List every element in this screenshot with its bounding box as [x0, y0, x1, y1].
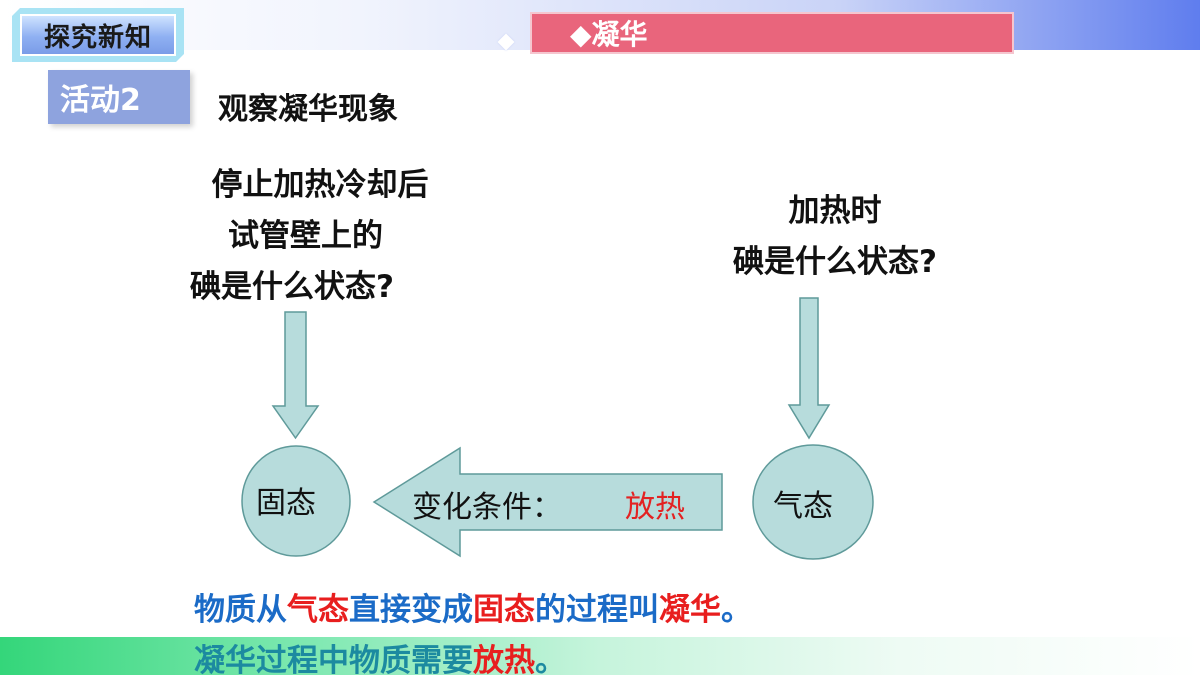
condition-value: 放热 [625, 490, 685, 525]
conclusion-keyword: 放热 [473, 643, 535, 679]
activity-title: 观察凝华现象 [218, 92, 398, 127]
conclusion-definition: 物质从气态直接变成固态的过程叫凝华。 [194, 584, 752, 629]
conclusion-text: 直接 [349, 592, 411, 628]
question-heating-line-1: 加热时 [788, 193, 882, 229]
conclusion-heat-release: 凝华过程中物质需要放热。 [194, 635, 566, 680]
conclusion-text: 。 [535, 643, 566, 679]
solid-state-circle [241, 445, 351, 557]
condition-arrow [372, 446, 723, 558]
section-title-banner: ◆凝华 [530, 12, 1014, 54]
gas-state-circle [752, 444, 874, 560]
bottom-decorative-band [0, 637, 1200, 675]
question-heating: 加热时 碘是什么状态? [700, 186, 970, 288]
conclusion-keyword: 凝华 [659, 592, 721, 628]
solid-state-label: 固态 [256, 486, 316, 521]
conclusion-text: 。 [721, 592, 752, 628]
question-cooling: 停止加热冷却后 试管壁上的 碘是什么状态? [190, 160, 450, 313]
gas-state-label: 气态 [773, 489, 833, 524]
question-heating-line-2: 碘是什么状态? [733, 244, 937, 280]
conclusion-text: 物质从 [194, 592, 287, 628]
activity-tag: 活动2 [48, 70, 190, 124]
down-arrow-left [271, 311, 320, 440]
conclusion-text: 变成 [411, 592, 473, 628]
question-cooling-line-1: 停止加热冷却后 [211, 167, 429, 203]
conclusion-keyword: 气态 [287, 592, 349, 628]
down-arrow-right [787, 297, 831, 440]
conclusion-text: 的过程叫 [535, 592, 659, 628]
condition-label: 变化条件： [412, 490, 562, 525]
question-cooling-line-3: 碘是什么状态? [190, 269, 394, 305]
conclusion-text: 凝华过程中物质需要 [194, 643, 473, 679]
conclusion-keyword: 固态 [473, 592, 535, 628]
section-badge: 探究新知 [20, 14, 176, 56]
question-cooling-line-2: 试管壁上的 [228, 218, 383, 254]
